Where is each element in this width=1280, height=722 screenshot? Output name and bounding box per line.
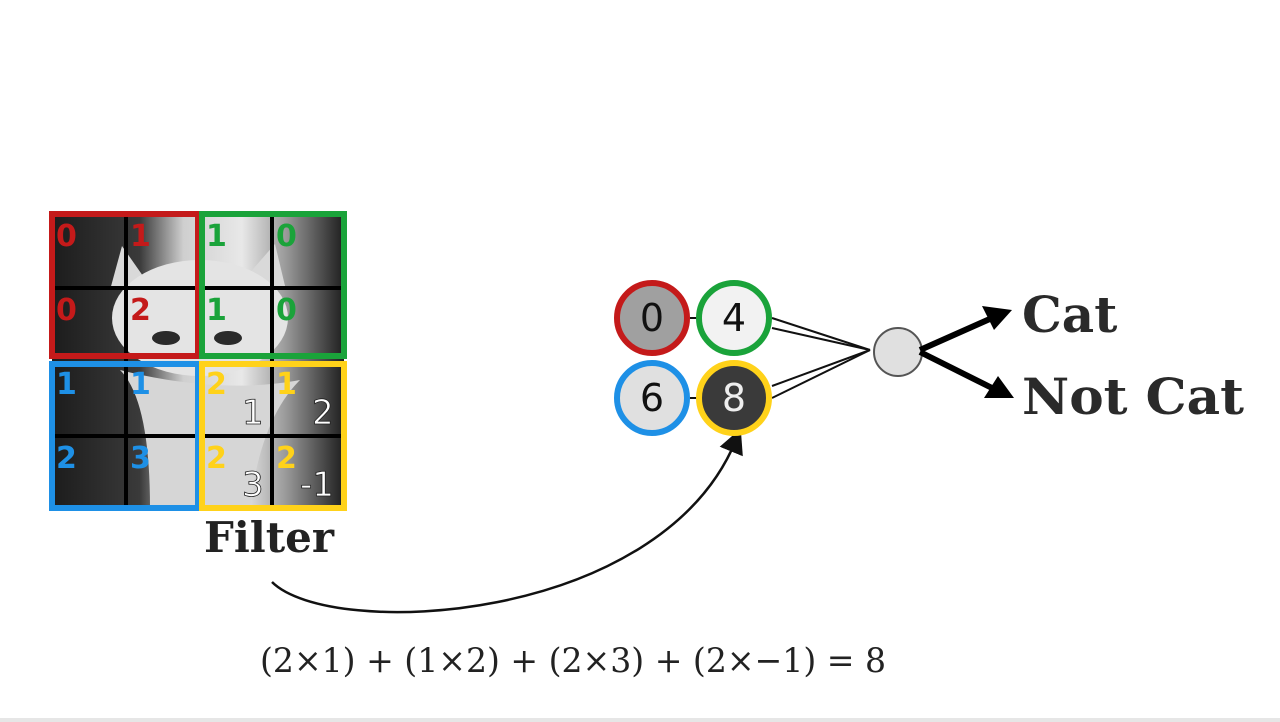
- quadrant-border-green: [199, 211, 347, 359]
- green-cell-3: 0: [276, 293, 297, 328]
- output-arrows: [918, 306, 1014, 398]
- red-cell-1: 1: [130, 219, 151, 254]
- filter-value-1: 2: [312, 393, 334, 433]
- filter-value-0: 1: [242, 393, 264, 433]
- feature-node-2-value: 6: [640, 376, 664, 420]
- blue-cell-1: 1: [130, 367, 151, 402]
- red-cell-2: 0: [56, 293, 77, 328]
- yellow-cell-3: 2: [276, 441, 297, 476]
- yellow-cell-2: 2: [206, 441, 227, 476]
- filter-label: Filter: [204, 513, 335, 562]
- quadrant-border-yellow: [199, 361, 347, 511]
- feature-node-0-value: 0: [640, 296, 664, 340]
- yellow-cell-1: 1: [276, 367, 297, 402]
- feature-node-0: 0: [614, 280, 690, 356]
- feature-node-3-value: 8: [722, 376, 746, 420]
- feature-node-3: 8: [696, 360, 772, 436]
- quadrant-border-blue: [49, 361, 201, 511]
- feature-node-1: 4: [696, 280, 772, 356]
- connections: [771, 317, 871, 399]
- quadrant-border-red: [49, 211, 201, 359]
- feature-node-2: 6: [614, 360, 690, 436]
- green-cell-2: 1: [206, 293, 227, 328]
- red-cell-3: 2: [130, 293, 151, 328]
- filter-to-output-arrow: [271, 428, 743, 614]
- blue-cell-2: 2: [56, 441, 77, 476]
- hidden-node: [873, 327, 923, 377]
- red-cell-0: 0: [56, 219, 77, 254]
- equation: (2×1) + (1×2) + (2×3) + (2×−1) = 8: [260, 641, 886, 681]
- blue-cell-3: 3: [130, 441, 151, 476]
- green-cell-1: 0: [276, 219, 297, 254]
- output-label-not-cat: Not Cat: [1022, 367, 1244, 426]
- output-label-cat: Cat: [1022, 285, 1117, 344]
- filter-value-3: -1: [300, 465, 334, 505]
- blue-cell-0: 1: [56, 367, 77, 402]
- green-cell-0: 1: [206, 219, 227, 254]
- feature-node-1-value: 4: [722, 296, 746, 340]
- yellow-cell-0: 2: [206, 367, 227, 402]
- filter-value-2: 3: [242, 465, 264, 505]
- bottom-rule: [0, 718, 1280, 722]
